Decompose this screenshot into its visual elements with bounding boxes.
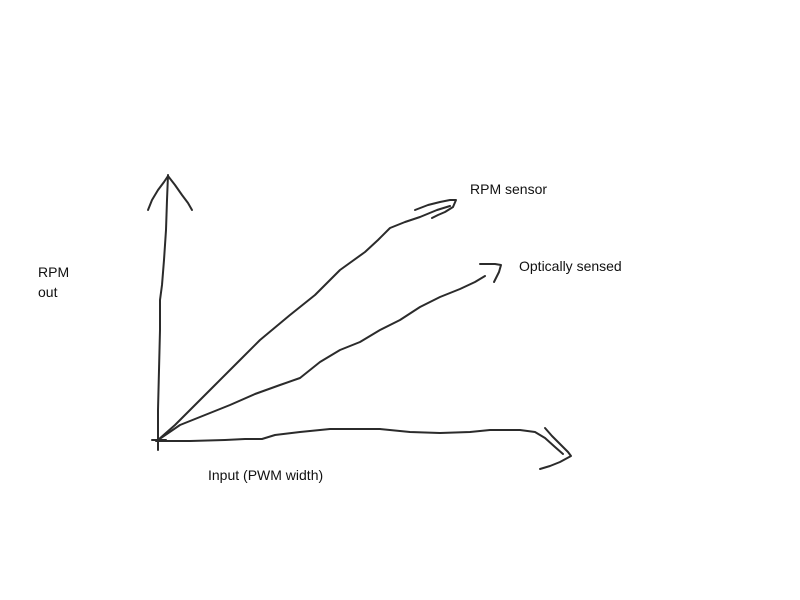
y-axis-label-line1: RPM [38,264,70,280]
rpm-sensor-line [157,205,451,441]
x-axis-label: Input (PWM width) [208,467,324,483]
x-axis [155,428,564,455]
y-axis [157,174,169,451]
series-label-rpm-sensor: RPM sensor [470,181,548,197]
rpm-sensor-arrow [414,199,457,219]
optical-sensor-line [157,275,486,441]
y-axis-label: RPM out [38,262,69,302]
series-label-optically-sensed: Optically sensed [519,258,622,274]
optical-sensor-arrow [479,263,502,283]
x-axis-arrowhead [539,427,572,470]
y-axis-label-line2: out [38,284,58,300]
y-axis-arrowhead [147,175,193,211]
